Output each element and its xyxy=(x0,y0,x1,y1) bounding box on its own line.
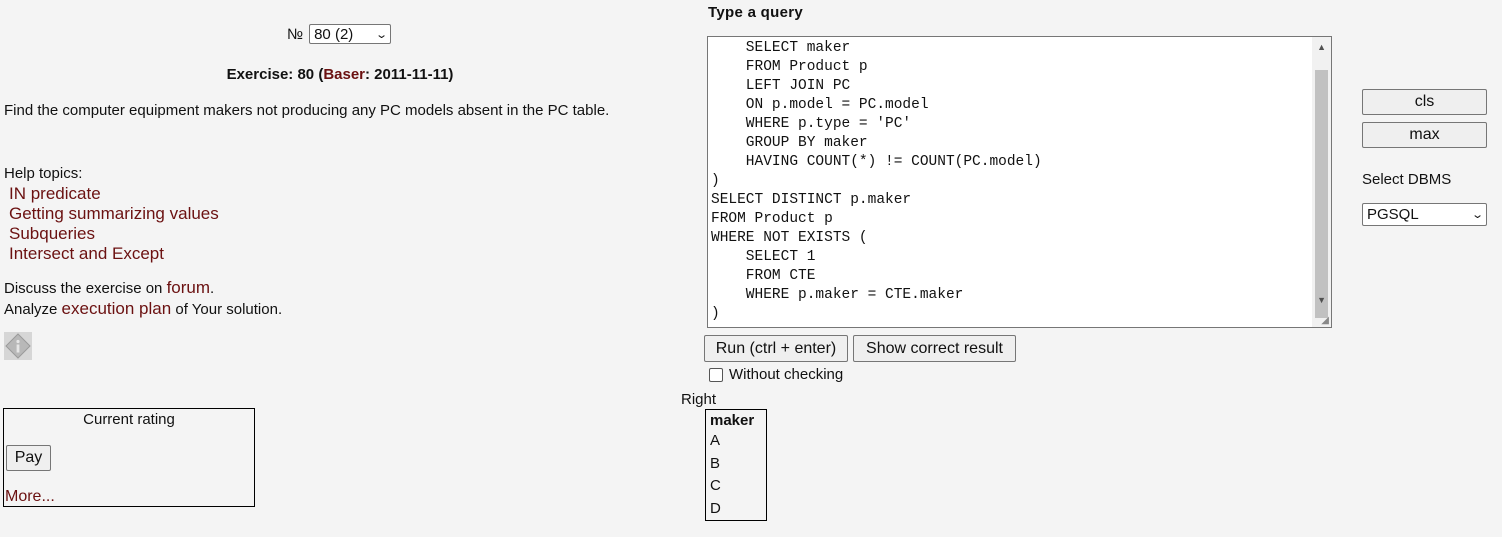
scrollbar-thumb[interactable] xyxy=(1315,70,1328,318)
exercise-title-label: Exercise: 80 ( xyxy=(226,66,324,83)
max-button[interactable]: max xyxy=(1362,122,1487,148)
chevron-down-icon: ⌄ xyxy=(1470,209,1484,221)
query-editor[interactable]: SELECT maker FROM Product p LEFT JOIN PC… xyxy=(707,36,1332,328)
pay-button[interactable]: Pay xyxy=(6,445,51,471)
scroll-up-icon[interactable]: ▲ xyxy=(1317,42,1326,52)
rating-box: Current rating Pay More... xyxy=(3,408,255,507)
cls-button[interactable]: cls xyxy=(1362,89,1487,115)
help-topic-link[interactable]: Intersect and Except xyxy=(9,244,164,263)
editor-scrollbar[interactable]: ▲ ▼ xyxy=(1312,37,1331,327)
help-topics-label: Help topics: xyxy=(4,165,83,182)
result-table: maker A B C D xyxy=(705,409,767,521)
analyze-line: Analyze execution plan of Your solution. xyxy=(4,299,282,320)
show-correct-result-button[interactable]: Show correct result xyxy=(853,335,1016,362)
discussion-links: Discuss the exercise on forum. Analyze e… xyxy=(4,278,282,320)
chevron-down-icon: ⌄ xyxy=(375,28,388,41)
without-checking-checkbox[interactable] xyxy=(709,367,723,382)
scroll-down-icon[interactable]: ▼ xyxy=(1317,295,1326,305)
discuss-prefix: Discuss the exercise on xyxy=(4,280,167,297)
exercise-selector-row: № 80 (2) ⌄ xyxy=(287,24,392,44)
table-row: C xyxy=(710,477,721,494)
info-diamond-icon[interactable] xyxy=(4,332,32,360)
help-topic-link[interactable]: Subqueries xyxy=(9,224,96,243)
author-link[interactable]: Baser xyxy=(323,66,366,83)
result-column-header: maker xyxy=(710,412,755,429)
resize-grip-icon[interactable]: ◢ xyxy=(1321,315,1329,326)
help-topic-link[interactable]: Getting summarizing values xyxy=(9,204,219,223)
without-checking-label: Without checking xyxy=(729,366,844,383)
more-link[interactable]: More... xyxy=(5,488,55,505)
analyze-suffix: of Your solution. xyxy=(171,301,283,318)
table-row: B xyxy=(710,454,721,472)
number-sign-label: № xyxy=(287,25,304,43)
query-text[interactable]: SELECT maker FROM Product p LEFT JOIN PC… xyxy=(711,40,1042,322)
dbms-select[interactable]: PGSQL ⌄ xyxy=(1362,203,1487,226)
help-topics: Help topics: IN predicate Getting summar… xyxy=(4,164,219,264)
query-label: Type a query xyxy=(708,4,804,21)
exercise-date: : 2011-11-11) xyxy=(365,66,454,83)
exercise-title: Exercise: 80 (Baser: 2011-11-11) xyxy=(0,66,680,83)
dbms-label: Select DBMS xyxy=(1362,171,1452,188)
discuss-suffix: . xyxy=(210,280,215,297)
exercise-select-value: 80 (2) xyxy=(314,25,354,43)
without-checking-option[interactable]: Without checking xyxy=(709,366,843,383)
forum-link[interactable]: forum xyxy=(166,278,211,297)
task-description: Find the computer equipment makers not p… xyxy=(4,102,610,119)
table-row: A xyxy=(710,432,721,449)
table-row: D xyxy=(710,499,721,517)
rating-title: Current rating xyxy=(83,411,175,428)
exercise-select[interactable]: 80 (2) ⌄ xyxy=(309,24,392,44)
analyze-prefix: Analyze xyxy=(4,301,62,318)
execution-plan-link[interactable]: execution plan xyxy=(61,299,172,318)
run-button[interactable]: Run (ctrl + enter) xyxy=(704,335,848,362)
dbms-select-value: PGSQL xyxy=(1367,206,1419,223)
help-topic-link[interactable]: IN predicate xyxy=(9,184,101,203)
result-status: Right xyxy=(681,391,717,408)
discuss-line: Discuss the exercise on forum. xyxy=(4,278,282,299)
